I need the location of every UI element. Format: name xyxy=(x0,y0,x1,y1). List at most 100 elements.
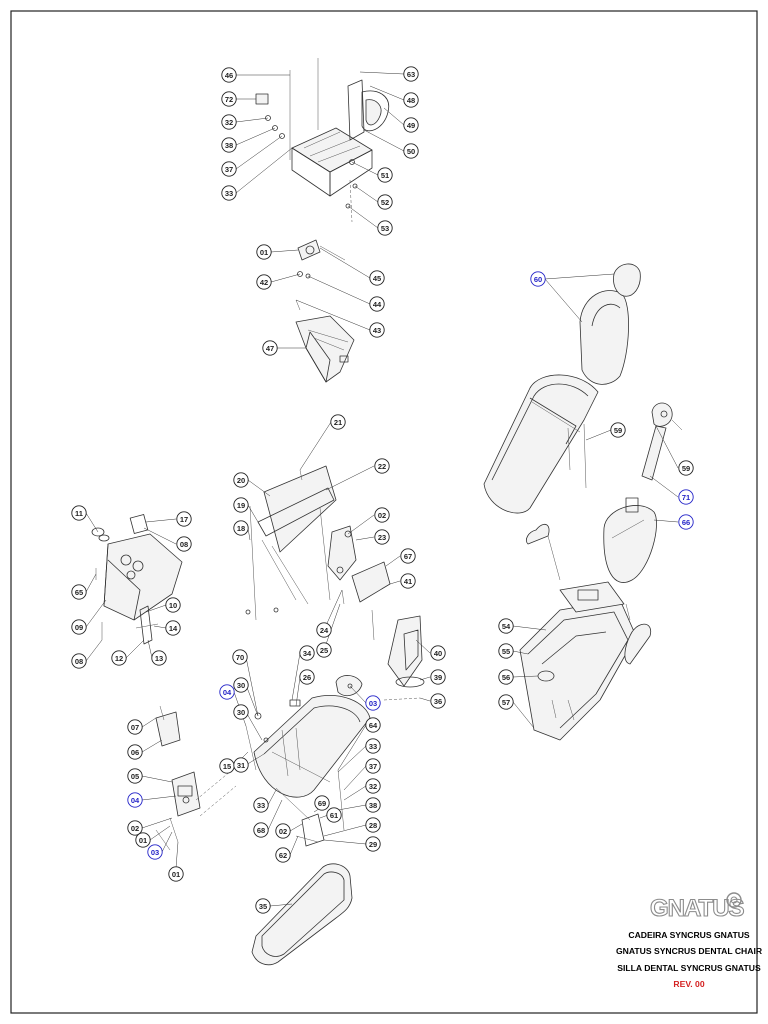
callout-label: 68 xyxy=(257,826,265,835)
callout-bubble xyxy=(299,669,315,685)
callout-label: 01 xyxy=(172,870,180,879)
callout-label: 63 xyxy=(407,70,415,79)
drawing-border xyxy=(10,10,758,1014)
callout-bubble xyxy=(127,744,143,760)
callout-bubble xyxy=(403,117,419,133)
callout-label: 20 xyxy=(237,476,245,485)
callout-52: 52 xyxy=(377,194,393,210)
callout-bubble xyxy=(127,768,143,784)
callout-bubble xyxy=(377,220,393,236)
callout-label: 60 xyxy=(534,275,542,284)
callout-07: 07 xyxy=(127,719,143,735)
callout-label: 40 xyxy=(434,649,442,658)
callout-17: 17 xyxy=(176,511,192,527)
callout-bubble xyxy=(135,832,151,848)
callout-label: 59 xyxy=(682,464,690,473)
seat-frame-plate xyxy=(245,465,391,641)
callout-label: 71 xyxy=(682,493,690,502)
callout-21: 21 xyxy=(330,414,346,430)
callout-bubble xyxy=(365,836,381,852)
callout-label: 30 xyxy=(237,708,245,717)
callout-41: 41 xyxy=(400,573,416,589)
callout-bubble xyxy=(71,619,87,635)
callout-label: 21 xyxy=(334,418,342,427)
callout-label: 54 xyxy=(502,622,511,631)
callout-01: 01 xyxy=(256,244,272,260)
callout-label: 32 xyxy=(225,118,233,127)
callout-label: 32 xyxy=(369,782,377,791)
callout-33: 33 xyxy=(253,797,269,813)
callout-label: 69 xyxy=(318,799,326,808)
callout-label: 61 xyxy=(330,811,338,820)
callout-label: 12 xyxy=(115,654,123,663)
callout-59: 59 xyxy=(678,460,694,476)
callout-24: 24 xyxy=(316,622,332,638)
callout-bubble xyxy=(165,620,181,636)
logo-mark-inner-icon xyxy=(730,896,738,904)
headrest-bracket xyxy=(641,402,683,481)
callout-08: 08 xyxy=(176,536,192,552)
callout-label: 44 xyxy=(373,300,382,309)
callout-02: 02 xyxy=(275,823,291,839)
callout-label: 37 xyxy=(225,165,233,174)
callout-label: 09 xyxy=(75,623,83,632)
foot-cover xyxy=(383,615,425,701)
callout-46: 46 xyxy=(221,67,237,83)
callout-label: 06 xyxy=(131,748,139,757)
callout-06: 06 xyxy=(127,744,143,760)
callout-bubble xyxy=(430,669,446,685)
callout-bubble xyxy=(316,622,332,638)
callout-51: 51 xyxy=(377,167,393,183)
callout-bubble xyxy=(221,185,237,201)
callout-label: 28 xyxy=(369,821,377,830)
callout-02: 02 xyxy=(127,820,143,836)
callout-label: 33 xyxy=(257,801,265,810)
callout-label: 03 xyxy=(151,848,159,857)
callout-29: 29 xyxy=(365,836,381,852)
callout-65: 65 xyxy=(71,584,87,600)
callout-label: 55 xyxy=(502,647,510,656)
callout-30: 30 xyxy=(233,677,249,693)
callout-bubble xyxy=(168,866,184,882)
callout-05: 05 xyxy=(127,768,143,784)
callout-bubble xyxy=(253,797,269,813)
callout-03: 03 xyxy=(147,844,163,860)
callout-31: 31 xyxy=(233,757,249,773)
callout-label: 26 xyxy=(303,673,311,682)
callout-54: 54 xyxy=(498,618,514,634)
callout-02: 02 xyxy=(374,507,390,523)
callout-bubble xyxy=(610,422,626,438)
callout-bubble xyxy=(262,340,278,356)
callout-bubble xyxy=(377,194,393,210)
callout-bubble xyxy=(221,137,237,153)
gnatus-logo: GNATUS xyxy=(649,892,746,923)
callout-label: 46 xyxy=(225,71,233,80)
callout-label: 43 xyxy=(373,326,381,335)
callout-11: 11 xyxy=(71,505,87,521)
callout-label: 04 xyxy=(223,688,232,697)
callout-label: 59 xyxy=(614,426,622,435)
callout-label: 48 xyxy=(407,96,415,105)
callout-bubble xyxy=(365,817,381,833)
callout-bubble xyxy=(365,758,381,774)
callout-38: 38 xyxy=(365,797,381,813)
callout-15: 15 xyxy=(219,758,235,774)
callout-label: 15 xyxy=(223,762,231,771)
callout-label: 18 xyxy=(237,524,245,533)
callout-bubble xyxy=(127,820,143,836)
callout-label: 14 xyxy=(169,624,178,633)
callout-36: 36 xyxy=(430,693,446,709)
callout-bubble xyxy=(678,514,694,530)
callout-label: 04 xyxy=(131,796,140,805)
callout-26: 26 xyxy=(299,669,315,685)
title-block: CADEIRA SYNCRUS GNATUS GNATUS SYNCRUS DE… xyxy=(616,930,763,989)
callout-label: 45 xyxy=(373,274,381,283)
callout-label: 13 xyxy=(155,654,163,663)
callout-bubble xyxy=(403,92,419,108)
callout-label: 01 xyxy=(260,248,268,257)
callout-50: 50 xyxy=(403,143,419,159)
callout-bubble xyxy=(374,507,390,523)
callout-label: 56 xyxy=(502,673,510,682)
